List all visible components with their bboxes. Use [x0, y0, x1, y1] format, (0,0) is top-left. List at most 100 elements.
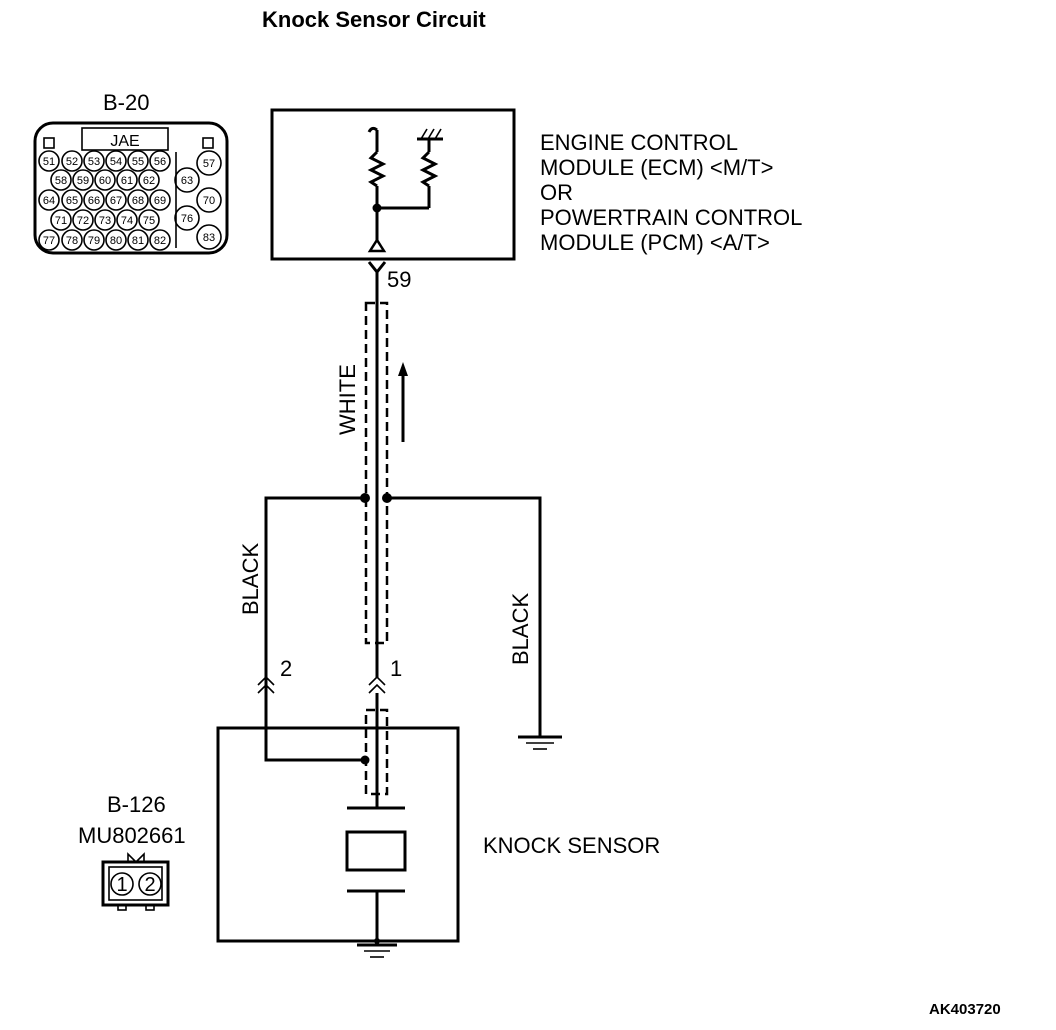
- ecm-connector-pin-label: 83: [203, 232, 215, 244]
- ecm-connector-pin-label: 65: [66, 195, 78, 207]
- sensor-connector-pin-2-label: 2: [144, 874, 155, 896]
- sensor-connector-foot-right: [145, 904, 155, 911]
- sensor-connector-pin-1: [110, 872, 134, 896]
- ecm-label-line2: MODULE (ECM) <M/T>: [540, 155, 773, 180]
- ecm-connector-pin: [105, 150, 127, 172]
- diagram-title: Knock Sensor Circuit: [262, 7, 486, 32]
- ecm-connector-body: [33, 121, 229, 255]
- ecm-connector-pin-label: 82: [154, 235, 166, 247]
- ecm-connector-latch-right: [202, 137, 214, 149]
- ecm-connector-pin: [61, 150, 83, 172]
- ecm-connector-pin-label: 52: [66, 156, 78, 168]
- ecm-connector-id: B-20: [103, 90, 149, 115]
- ecm-connector-pin: [105, 229, 127, 251]
- ecm-terminal-59-connector: [367, 261, 387, 275]
- piezo-element-icon: [345, 830, 407, 872]
- ecm-connector-pin-label: 61: [121, 175, 133, 187]
- ecm-connector-pin-label: 76: [181, 213, 193, 225]
- ecm-connector-pin: [61, 189, 83, 211]
- ecm-connector-pin-label: 71: [55, 215, 67, 227]
- knock-sensor-box: [216, 726, 460, 943]
- ecm-connector-pin: [138, 169, 160, 191]
- shield-ground-icon: [518, 735, 562, 750]
- wire-color-white-label: WHITE: [335, 364, 360, 435]
- sensor-pin-2-connector-icon: [257, 675, 275, 694]
- ecm-chassis-ground-hatch-3: [434, 128, 442, 140]
- ecm-supply-terminal: [367, 126, 379, 152]
- sensor-connector-part-number: MU802661: [78, 823, 186, 848]
- ecm-connector-pin: [116, 209, 138, 231]
- ecm-terminal-59-label: 59: [387, 267, 411, 292]
- ecm-connector-pin: [149, 229, 171, 251]
- sensor-connector-b126: B-126 MU802661 1 2: [78, 792, 186, 911]
- ecm-connector-pin: [72, 169, 94, 191]
- ecm-connector-pin-label: 57: [203, 158, 215, 170]
- ecm-connector-pin-label: 75: [143, 215, 155, 227]
- ecm-connector-pin: [105, 189, 127, 211]
- ecm-connector-pin-label: 72: [77, 215, 89, 227]
- ecm-module: [270, 108, 516, 261]
- ecm-connector-pin: [174, 205, 200, 231]
- ecm-connector-pin: [50, 209, 72, 231]
- ecm-connector-pin-label: 54: [110, 156, 122, 168]
- sensor-pin-1-label: 1: [390, 656, 402, 681]
- ecm-connector-pin-label: 79: [88, 235, 100, 247]
- ecm-connector-pin: [127, 189, 149, 211]
- ecm-connector-pin: [149, 189, 171, 211]
- wire-color-black-left-label: BLACK: [238, 543, 263, 615]
- ecm-connector-pin: [50, 169, 72, 191]
- shielded-cable-outline: [364, 301, 389, 645]
- ecm-connector-pin: [72, 209, 94, 231]
- ecm-connector-pin-label: 78: [66, 235, 78, 247]
- ecm-connector-pin: [38, 229, 60, 251]
- ecm-connector-latch-left: [43, 137, 55, 149]
- ecm-connector-pin: [94, 169, 116, 191]
- ecm-connector-pin-label: 70: [203, 195, 215, 207]
- sensor-connector-pin-2: [138, 872, 162, 896]
- knock-sensor-label: KNOCK SENSOR: [483, 833, 660, 858]
- figure-code: AK403720: [929, 1001, 1001, 1018]
- ecm-connector-pin-label: 64: [43, 195, 55, 207]
- ecm-connector-pin-label: 77: [43, 235, 55, 247]
- knock-sensor-shield-outline: [364, 708, 389, 796]
- knock-sensor-ground-icon: [357, 943, 397, 958]
- ecm-connector-pin-label: 80: [110, 235, 122, 247]
- ecm-connector-pin-label: 62: [143, 175, 155, 187]
- ecm-chassis-ground-hatch-1: [420, 128, 428, 140]
- sensor-ground-wire-black: [264, 496, 365, 762]
- ecm-connector-pin: [83, 189, 105, 211]
- ecm-chassis-ground-hatch-2: [427, 128, 435, 140]
- ecm-connector-pin-label: 56: [154, 156, 166, 168]
- ecm-connector-pin-label: 67: [110, 195, 122, 207]
- signal-direction-arrowhead-icon: [398, 362, 408, 376]
- ecm-label-line5: MODULE (PCM) <A/T>: [540, 230, 770, 255]
- ecm-connector-pin: [38, 189, 60, 211]
- ecm-connector-pin-label: 51: [43, 156, 55, 168]
- ecm-connector-pin-label: 69: [154, 195, 166, 207]
- ecm-connector-pin: [83, 229, 105, 251]
- ecm-connector-pin-label: 59: [77, 175, 89, 187]
- ecm-connector-pin: [196, 150, 222, 176]
- ecm-connector-pin: [196, 224, 222, 250]
- ecm-connector-pin-label: 73: [99, 215, 111, 227]
- ecm-connector-pin-label: 66: [88, 195, 100, 207]
- ecm-input-buffer-icon: [367, 237, 387, 253]
- ecm-label-line4: POWERTRAIN CONTROL: [540, 205, 802, 230]
- wire-color-black-right-label: BLACK: [508, 593, 533, 665]
- ecm-connector-pin: [138, 209, 160, 231]
- ecm-connector-pin-label: 74: [121, 215, 133, 227]
- ecm-connector-pin-label: 53: [88, 156, 100, 168]
- shield-drain-wire-black: [387, 496, 542, 737]
- ecm-connector-pin: [149, 150, 171, 172]
- ecm-connector-pin: [61, 229, 83, 251]
- ecm-connector-pin: [196, 187, 222, 213]
- ecm-connector-pin-label: 58: [55, 175, 67, 187]
- ecm-connector-pin: [127, 150, 149, 172]
- ecm-connector-pin-label: 81: [132, 235, 144, 247]
- knock-sensor: [216, 693, 460, 958]
- ecm-connector-pin-label: 63: [181, 175, 193, 187]
- ecm-connector-pin-label: 55: [132, 156, 144, 168]
- ecm-connector-pin: [38, 150, 60, 172]
